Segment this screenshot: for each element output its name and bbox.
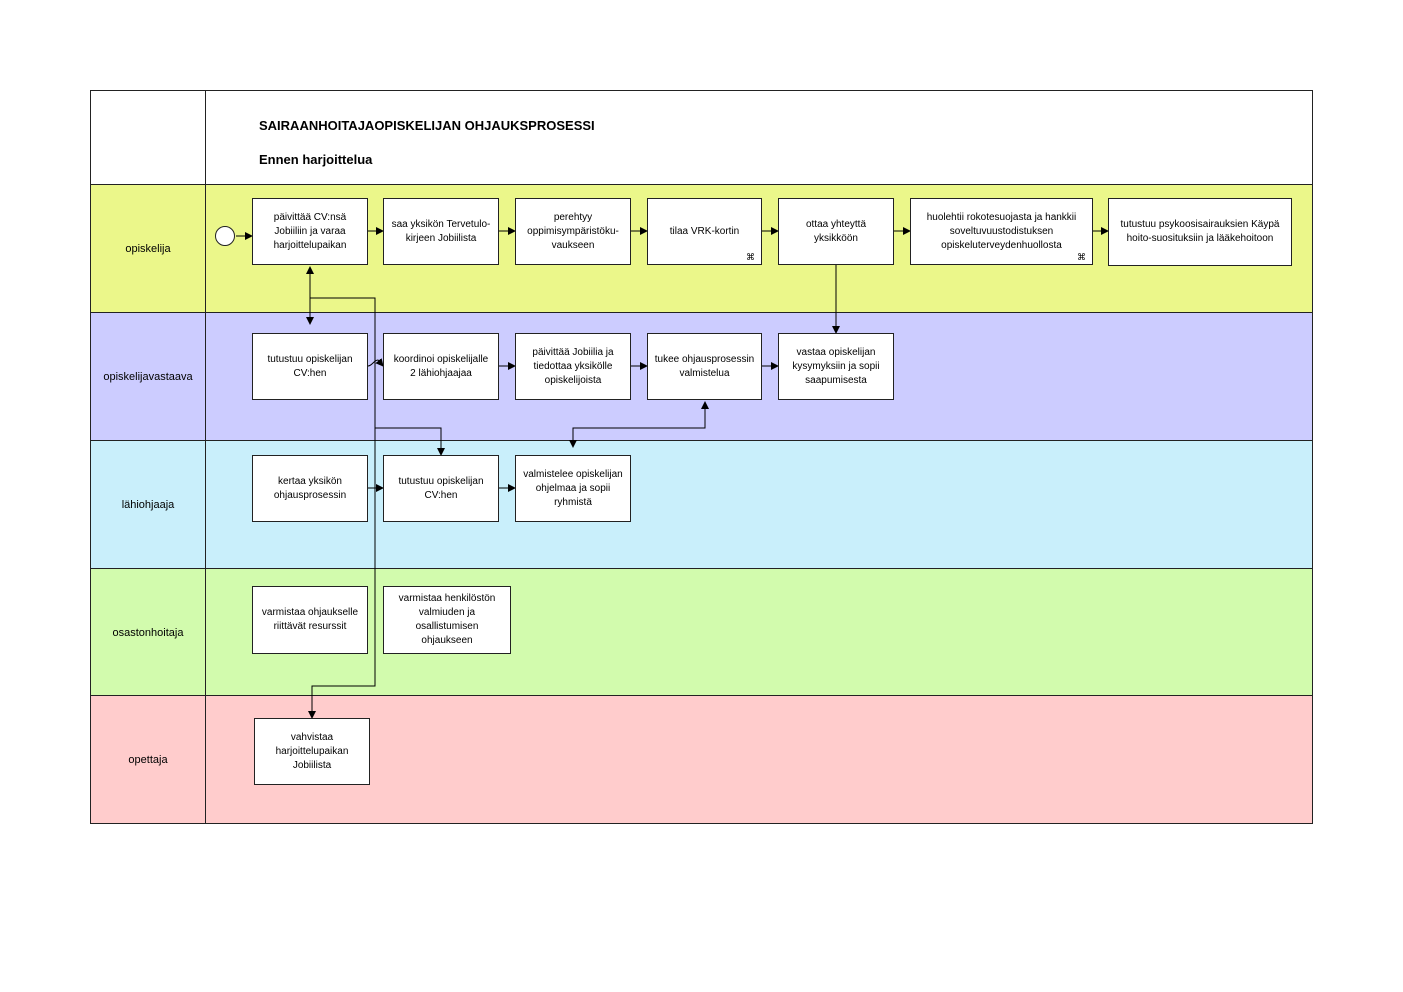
task-vrk-kortti: tilaa VRK-kortin ⌘ (647, 198, 762, 265)
lane-label-lahiohjaaja: lähiohjaaja (121, 499, 175, 511)
diagram-header (90, 90, 1313, 185)
diagram-title: SAIRAANHOITAJAOPISKELIJAN OHJAUKSPROSESS… (259, 118, 595, 133)
task-tervetulo-kirje: saa yksikön Tervetulo-kirjeen Jobiilista (383, 198, 499, 265)
task-label: ottaa yhteyttä yksikköön (805, 218, 867, 244)
arrow-c4-d3 (569, 401, 709, 448)
task-vastaa: vastaa opiskelijan kysymyksiin ja sopii … (778, 333, 894, 400)
lane-label-opiskelijavastaava: opiskelijavastaava (103, 371, 193, 383)
task-tukee: tukee ohjausprosessin valmistelua (647, 333, 762, 400)
task-label: tutustuu opiskelijan CV:hen (398, 475, 484, 501)
task-valmistelee: valmistelee opiskelijan ohjelmaa ja sopi… (515, 455, 631, 522)
task-label: saa yksikön Tervetulo-kirjeen Jobiilista (391, 218, 491, 244)
lane-label-opettaja: opettaja (128, 753, 168, 766)
arrow-branch-d2 (375, 427, 445, 456)
task-label: kertaa yksikön ohjausprosessin (273, 475, 347, 501)
task-label: koordinoi opiskelijalle 2 lähiohjaajaa (393, 353, 489, 379)
task-label: perehtyy oppimisympäristöku-vaukseen (527, 211, 619, 251)
task-ottaa-yhteytta: ottaa yhteyttä yksikköön (778, 198, 894, 265)
task-label: päivittää CV:nsä Jobiiliin ja varaa harj… (273, 211, 347, 251)
task-label: vahvistaa harjoittelupaikan Jobiilista (275, 731, 349, 771)
diagram-subtitle: Ennen harjoittelua (259, 152, 373, 167)
lane-label-opiskelija: opiskelija (125, 243, 171, 255)
task-label: tutustuu opiskelijan CV:hen (267, 353, 353, 379)
task-label: tilaa VRK-kortin (669, 225, 740, 237)
task-henkiloston-valmius: varmistaa henkilöstön valmiuden ja osall… (383, 586, 511, 654)
task-paivittaa-cv: päivittää CV:nsä Jobiiliin ja varaa harj… (252, 198, 368, 265)
task-label: päivittää Jobiilia ja tiedottaa yksiköll… (532, 346, 614, 386)
task-paivittaa-jobiilia: päivittää Jobiilia ja tiedottaa yksiköll… (515, 333, 631, 400)
task-vahvistaa: vahvistaa harjoittelupaikan Jobiilista (254, 718, 370, 785)
task-label: varmistaa henkilöstön valmiuden ja osall… (398, 593, 496, 646)
start-event (215, 226, 235, 246)
task-label: vastaa opiskelijan kysymyksiin ja sopii … (792, 346, 880, 386)
subprocess-marker-icon: ⌘ (746, 252, 755, 262)
task-tutustuu-cv-vastaava: tutustuu opiskelijan CV:hen (252, 333, 368, 400)
diagram-frame (90, 90, 1313, 824)
task-label: varmistaa ohjaukselle riittävät resurssi… (261, 607, 359, 632)
subprocess-marker-icon: ⌘ (1077, 252, 1086, 262)
task-label: tukee ohjausprosessin valmistelua (654, 353, 755, 379)
task-perehtyy: perehtyy oppimisympäristöku-vaukseen (515, 198, 631, 265)
task-tutustuu-cv-lahiohjaaja: tutustuu opiskelijan CV:hen (383, 455, 499, 522)
task-kaypa-hoito: tutustuu psykoosisairauksien Käypä hoito… (1108, 198, 1292, 266)
task-label: valmistelee opiskelijan ohjelmaa ja sopi… (523, 468, 623, 508)
task-label: huolehtii rokotesuojasta ja hankkii sove… (926, 211, 1077, 251)
lane-divider (205, 90, 206, 824)
task-rokotesuoja: huolehtii rokotesuojasta ja hankkii sove… (910, 198, 1093, 265)
task-resurssit: varmistaa ohjaukselle riittävät resurssi… (252, 586, 368, 654)
arrow-b1-f1 (308, 297, 376, 719)
arrow-c1-c2 (367, 358, 384, 367)
task-label: tutustuu psykoosisairauksien Käypä hoito… (1120, 219, 1280, 244)
task-koordinoi: koordinoi opiskelijalle 2 lähiohjaajaa (383, 333, 499, 400)
lane-label-osastonhoitaja: osastonhoitaja (112, 626, 184, 639)
task-kertaa: kertaa yksikön ohjausprosessin (252, 455, 368, 522)
